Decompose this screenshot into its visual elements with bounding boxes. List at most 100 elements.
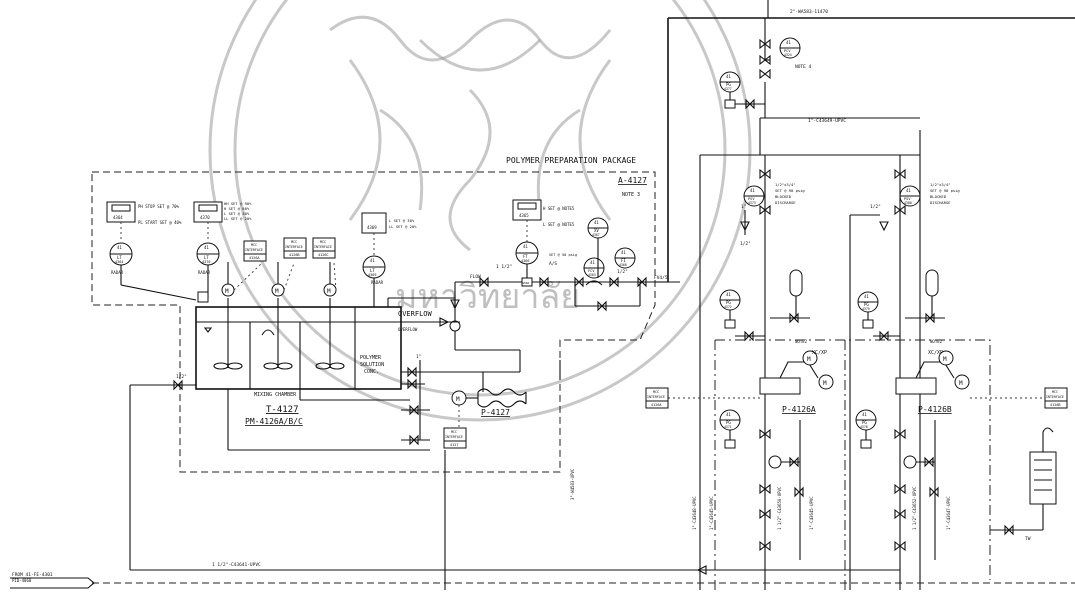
svg-text:1"-C43647-UPVC: 1"-C43647-UPVC xyxy=(946,496,951,530)
discharge-header: 2"-WA583-11470 1"-C43649-UPVC xyxy=(655,0,1075,590)
tank-outlet-valves: 1" 1/2" xyxy=(129,354,430,570)
from-label-2: PID-4060 xyxy=(12,578,32,583)
svg-text:4367: 4367 xyxy=(592,233,600,237)
package-boundary: POLYMER PREPARATION PACKAGE A-4127 NOTE … xyxy=(91,156,656,473)
svg-text:4371: 4371 xyxy=(724,425,732,429)
xv-4367: 41 XV 4367 xyxy=(587,217,609,278)
svg-text:41: 41 xyxy=(726,412,731,417)
svg-text:MCC: MCC xyxy=(1052,390,1058,394)
svg-text:41: 41 xyxy=(621,250,626,255)
svg-text:FV4/5: FV4/5 xyxy=(654,275,668,281)
svg-text:L SET @ 30%: L SET @ 30% xyxy=(389,218,415,223)
level-transmitter-4364: 4364 PH STOP SET @ 70% PL START SET @ 40… xyxy=(106,201,197,301)
svg-text:41: 41 xyxy=(726,74,731,79)
svg-text:SET @ 90 psig: SET @ 90 psig xyxy=(775,188,805,193)
svg-text:41: 41 xyxy=(370,258,375,263)
svg-text:4126A: 4126A xyxy=(249,256,260,260)
svg-text:NOTE 4: NOTE 4 xyxy=(795,64,812,70)
svg-text:M: M xyxy=(275,288,279,295)
svg-text:PSV: PSV xyxy=(748,197,755,201)
svg-text:4378: 4378 xyxy=(860,425,868,429)
svg-text:OVERFLOW: OVERFLOW xyxy=(398,327,418,332)
overflow-line: OVERFLOW xyxy=(380,317,460,332)
polymer-feed-line: FLOW 4366 1 1/2" 1/2" FV4/5 A/S xyxy=(387,261,680,365)
svg-text:4370: 4370 xyxy=(202,260,210,264)
tank-subtag: PM-4126A/B/C xyxy=(245,417,303,426)
mcc-interface-pump-b: MCC INTERFACE 4126B xyxy=(970,387,1068,409)
svg-text:1/2": 1/2" xyxy=(176,374,187,380)
svg-text:XV: XV xyxy=(594,228,599,233)
package-title: POLYMER PREPARATION PACKAGE xyxy=(506,156,636,165)
solution-label-1: POLYMER xyxy=(360,355,382,361)
svg-text:4366: 4366 xyxy=(521,259,529,263)
pressure-control-valve: 41 PCV 4324 NOTE 4 41 PG 4377 xyxy=(719,37,812,118)
svg-text:M: M xyxy=(943,356,947,363)
svg-text:4380: 4380 xyxy=(904,201,912,205)
mcc-interface-4126a: MCC INTERFACE 4126A xyxy=(243,240,267,262)
svg-text:4364: 4364 xyxy=(115,260,123,264)
agitator-2 xyxy=(263,298,293,370)
svg-text:INTERFACE: INTERFACE xyxy=(1046,395,1064,399)
svg-text:41: 41 xyxy=(726,292,731,297)
pump-train-a: 1" 41 PSV 4373 1/2"x3/4" SET @ 90 psig B… xyxy=(719,155,834,590)
solution-label-2: SOLUTION xyxy=(360,362,384,368)
svg-text:NOTE2: NOTE2 xyxy=(795,339,808,344)
svg-text:41: 41 xyxy=(862,412,867,417)
vertical-line-labels: 3"-W4583-UPVC 1"-C43648-UPVC 1"-C43645-U… xyxy=(570,468,951,530)
svg-text:1": 1" xyxy=(416,354,421,360)
svg-text:4369: 4369 xyxy=(367,225,377,230)
svg-text:4368: 4368 xyxy=(619,263,627,267)
svg-text:4377: 4377 xyxy=(724,87,732,91)
svg-text:4127: 4127 xyxy=(450,443,458,447)
mixing-chamber-label: MIXING CHAMBER xyxy=(254,392,297,398)
svg-text:4366: 4366 xyxy=(522,281,529,285)
svg-text:PG: PG xyxy=(726,420,731,425)
svg-text:4373: 4373 xyxy=(748,201,756,205)
svg-text:DISCHARGE: DISCHARGE xyxy=(775,200,796,205)
svg-text:4363: 4363 xyxy=(588,273,596,277)
svg-text:41: 41 xyxy=(204,245,209,250)
svg-text:1 1/2"-C43652-UPVC: 1 1/2"-C43652-UPVC xyxy=(912,486,917,530)
size-1-1-2: 1 1/2" xyxy=(496,264,512,270)
svg-text:4324: 4324 xyxy=(784,53,792,57)
svg-text:41: 41 xyxy=(864,294,869,299)
tank-tag: T-4127 xyxy=(266,405,299,415)
svg-text:PG: PG xyxy=(864,302,869,307)
pump-skid-boundaries xyxy=(714,339,991,592)
package-note: NOTE 3 xyxy=(622,192,640,198)
svg-text:4365: 4365 xyxy=(519,213,529,218)
level-transmitter-4370: 4370 HH SET @ 90% H SET @ 80% L SET @ 30… xyxy=(193,201,252,303)
mcc-interface-4127: MCC INTERFACE 4127 xyxy=(443,427,467,449)
pump-train-b: 1/2" 41 PSV 4380 1/2"x3/4" SET @ 90 psig… xyxy=(849,155,970,590)
mcc-interface-4126b: MCC INTERFACE 4126B xyxy=(283,237,307,259)
svg-text:M: M xyxy=(456,396,460,403)
svg-text:41: 41 xyxy=(523,244,528,249)
svg-text:BLOCKED: BLOCKED xyxy=(930,194,947,199)
from-label-1: FROM 41-FE-4301 xyxy=(12,572,53,578)
svg-text:PG: PG xyxy=(726,82,731,87)
svg-text:A/S: A/S xyxy=(549,261,557,267)
solution-label-3: CONC. xyxy=(364,369,379,375)
svg-text:LT: LT xyxy=(370,268,375,273)
svg-text:H SET @ 80%: H SET @ 80% xyxy=(224,206,250,211)
svg-text:M: M xyxy=(225,288,229,295)
mcc-interface-4126c: MCC INTERFACE 4126C xyxy=(312,237,336,259)
lt1-alarm-l: PL START SET @ 40% xyxy=(138,220,182,225)
svg-text:FT: FT xyxy=(523,254,528,259)
package-tag: A-4127 xyxy=(618,176,647,185)
svg-text:NOTE2: NOTE2 xyxy=(930,339,943,344)
svg-text:INTERFACE: INTERFACE xyxy=(245,248,263,252)
svg-text:HH SET @ 90%: HH SET @ 90% xyxy=(224,201,252,206)
svg-text:XC/XP: XC/XP xyxy=(812,350,827,356)
svg-text:41: 41 xyxy=(906,188,911,193)
svg-text:SET @ 50 psig: SET @ 50 psig xyxy=(549,253,577,257)
top-line-label: 2"-WA583-11470 xyxy=(790,9,828,15)
svg-text:4126B: 4126B xyxy=(1050,403,1061,407)
svg-text:4364: 4364 xyxy=(113,215,123,220)
calibration-column: TW xyxy=(990,427,1057,542)
svg-text:LL SET @ 20%: LL SET @ 20% xyxy=(224,216,252,221)
svg-text:41: 41 xyxy=(117,245,122,250)
svg-text:SET @ 90 psig: SET @ 90 psig xyxy=(930,188,960,193)
